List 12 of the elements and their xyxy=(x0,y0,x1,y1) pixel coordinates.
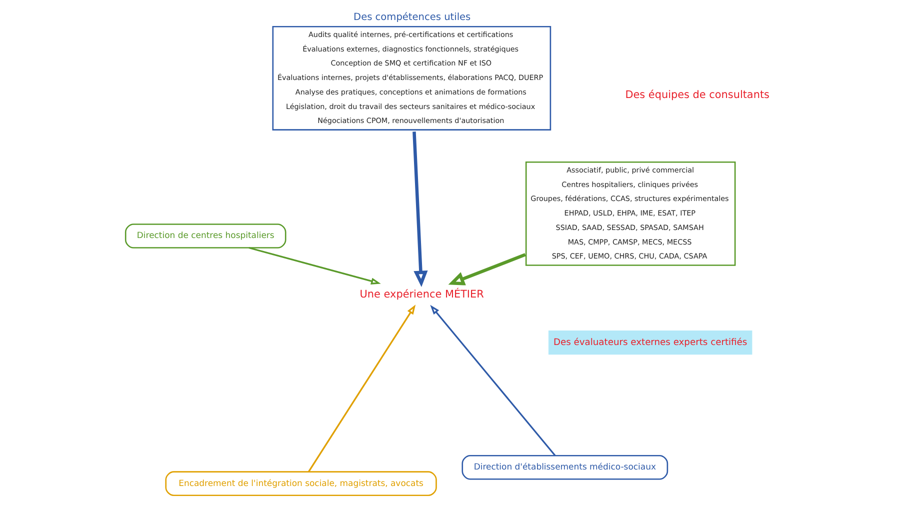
node-box: Encadrement de l'intégration sociale, magistrats, avocats xyxy=(164,471,436,496)
label: Des équipes de consultants xyxy=(624,89,769,102)
node-box: Des évaluateurs externes experts certifiés xyxy=(548,330,752,355)
node-box: Direction de centres hospitaliers xyxy=(124,224,286,248)
arrow xyxy=(448,253,526,286)
arrow xyxy=(430,304,556,456)
arrow xyxy=(412,132,428,287)
node-label: Des compétences utiles xyxy=(353,12,470,24)
arrow xyxy=(248,246,380,284)
node-text: Une expérience MÉTIER xyxy=(359,288,484,300)
arrow xyxy=(307,304,416,472)
node-box: Direction d'établissements médico-sociaux xyxy=(461,454,668,480)
